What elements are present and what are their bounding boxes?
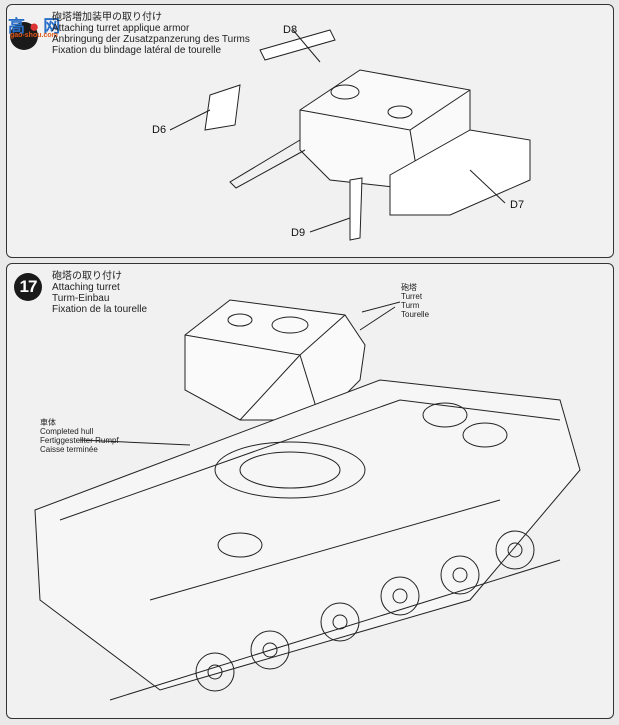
watermark-logo: 高●网 <box>8 17 61 36</box>
part-label-d8: D8 <box>283 24 298 36</box>
hull-drawing <box>34 306 581 701</box>
step-16-badge <box>10 22 38 50</box>
step-16-title: 砲塔増加装甲の取り付け Attaching turret applique ar… <box>52 12 250 56</box>
part-label-d7: D7 <box>510 199 525 211</box>
turret-drawing-step16 <box>169 29 531 241</box>
hull-label: 車体 Completed hull Fertiggestellter Rumpf… <box>40 418 119 454</box>
part-label-d6: D6 <box>152 124 167 136</box>
step-17-title: 砲塔の取り付け Attaching turret Turm-Einbau Fix… <box>52 271 148 315</box>
turret-label: 砲塔 Turret Turm Tourelle <box>401 283 430 319</box>
step-17-badge: 17 <box>14 273 42 301</box>
watermark-url: gao-shou.com <box>10 32 58 39</box>
part-label-d9: D9 <box>291 227 306 239</box>
